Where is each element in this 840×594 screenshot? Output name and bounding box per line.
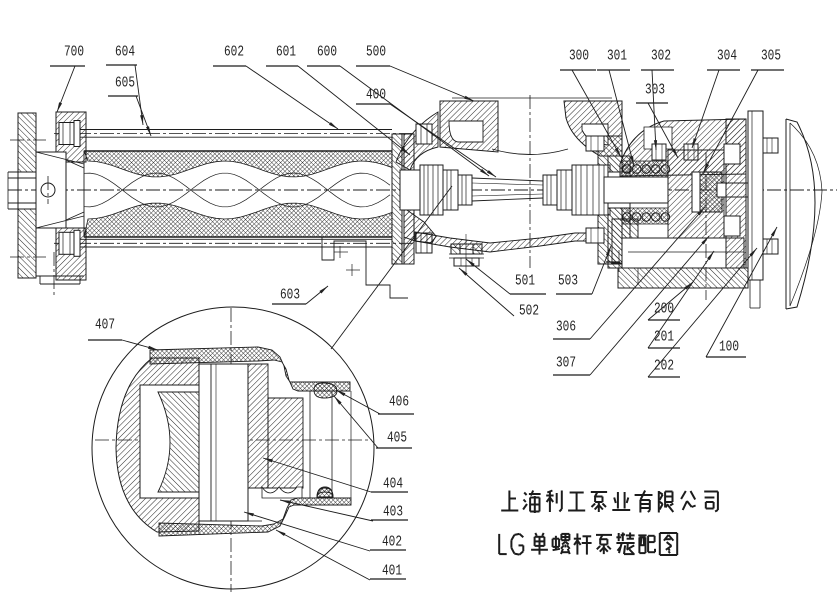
svg-text:403: 403 xyxy=(383,504,403,521)
svg-text:303: 303 xyxy=(645,82,665,99)
svg-text:407: 407 xyxy=(95,317,115,334)
svg-text:300: 300 xyxy=(569,48,589,65)
svg-text:401: 401 xyxy=(382,563,402,580)
svg-text:400: 400 xyxy=(366,87,386,104)
svg-text:501: 501 xyxy=(515,273,535,290)
svg-text:301: 301 xyxy=(607,48,627,65)
svg-text:402: 402 xyxy=(382,534,402,551)
svg-text:305: 305 xyxy=(761,48,781,65)
svg-text:502: 502 xyxy=(519,303,539,320)
svg-text:405: 405 xyxy=(387,430,407,447)
svg-text:500: 500 xyxy=(366,44,386,61)
svg-text:201: 201 xyxy=(654,329,674,346)
svg-text:307: 307 xyxy=(556,355,576,372)
svg-text:202: 202 xyxy=(654,358,674,375)
svg-text:302: 302 xyxy=(651,48,671,65)
svg-text:602: 602 xyxy=(224,44,244,61)
svg-text:404: 404 xyxy=(383,476,403,493)
svg-text:304: 304 xyxy=(717,48,737,65)
svg-text:200: 200 xyxy=(654,301,674,318)
svg-text:306: 306 xyxy=(556,319,576,336)
svg-text:603: 603 xyxy=(280,287,300,304)
svg-text:100: 100 xyxy=(719,339,739,356)
svg-text:601: 601 xyxy=(276,44,296,61)
svg-text:600: 600 xyxy=(317,44,337,61)
svg-text:406: 406 xyxy=(389,394,409,411)
svg-text:604: 604 xyxy=(115,44,135,61)
svg-text:605: 605 xyxy=(115,75,135,92)
svg-text:700: 700 xyxy=(64,44,84,61)
svg-text:503: 503 xyxy=(558,273,578,290)
